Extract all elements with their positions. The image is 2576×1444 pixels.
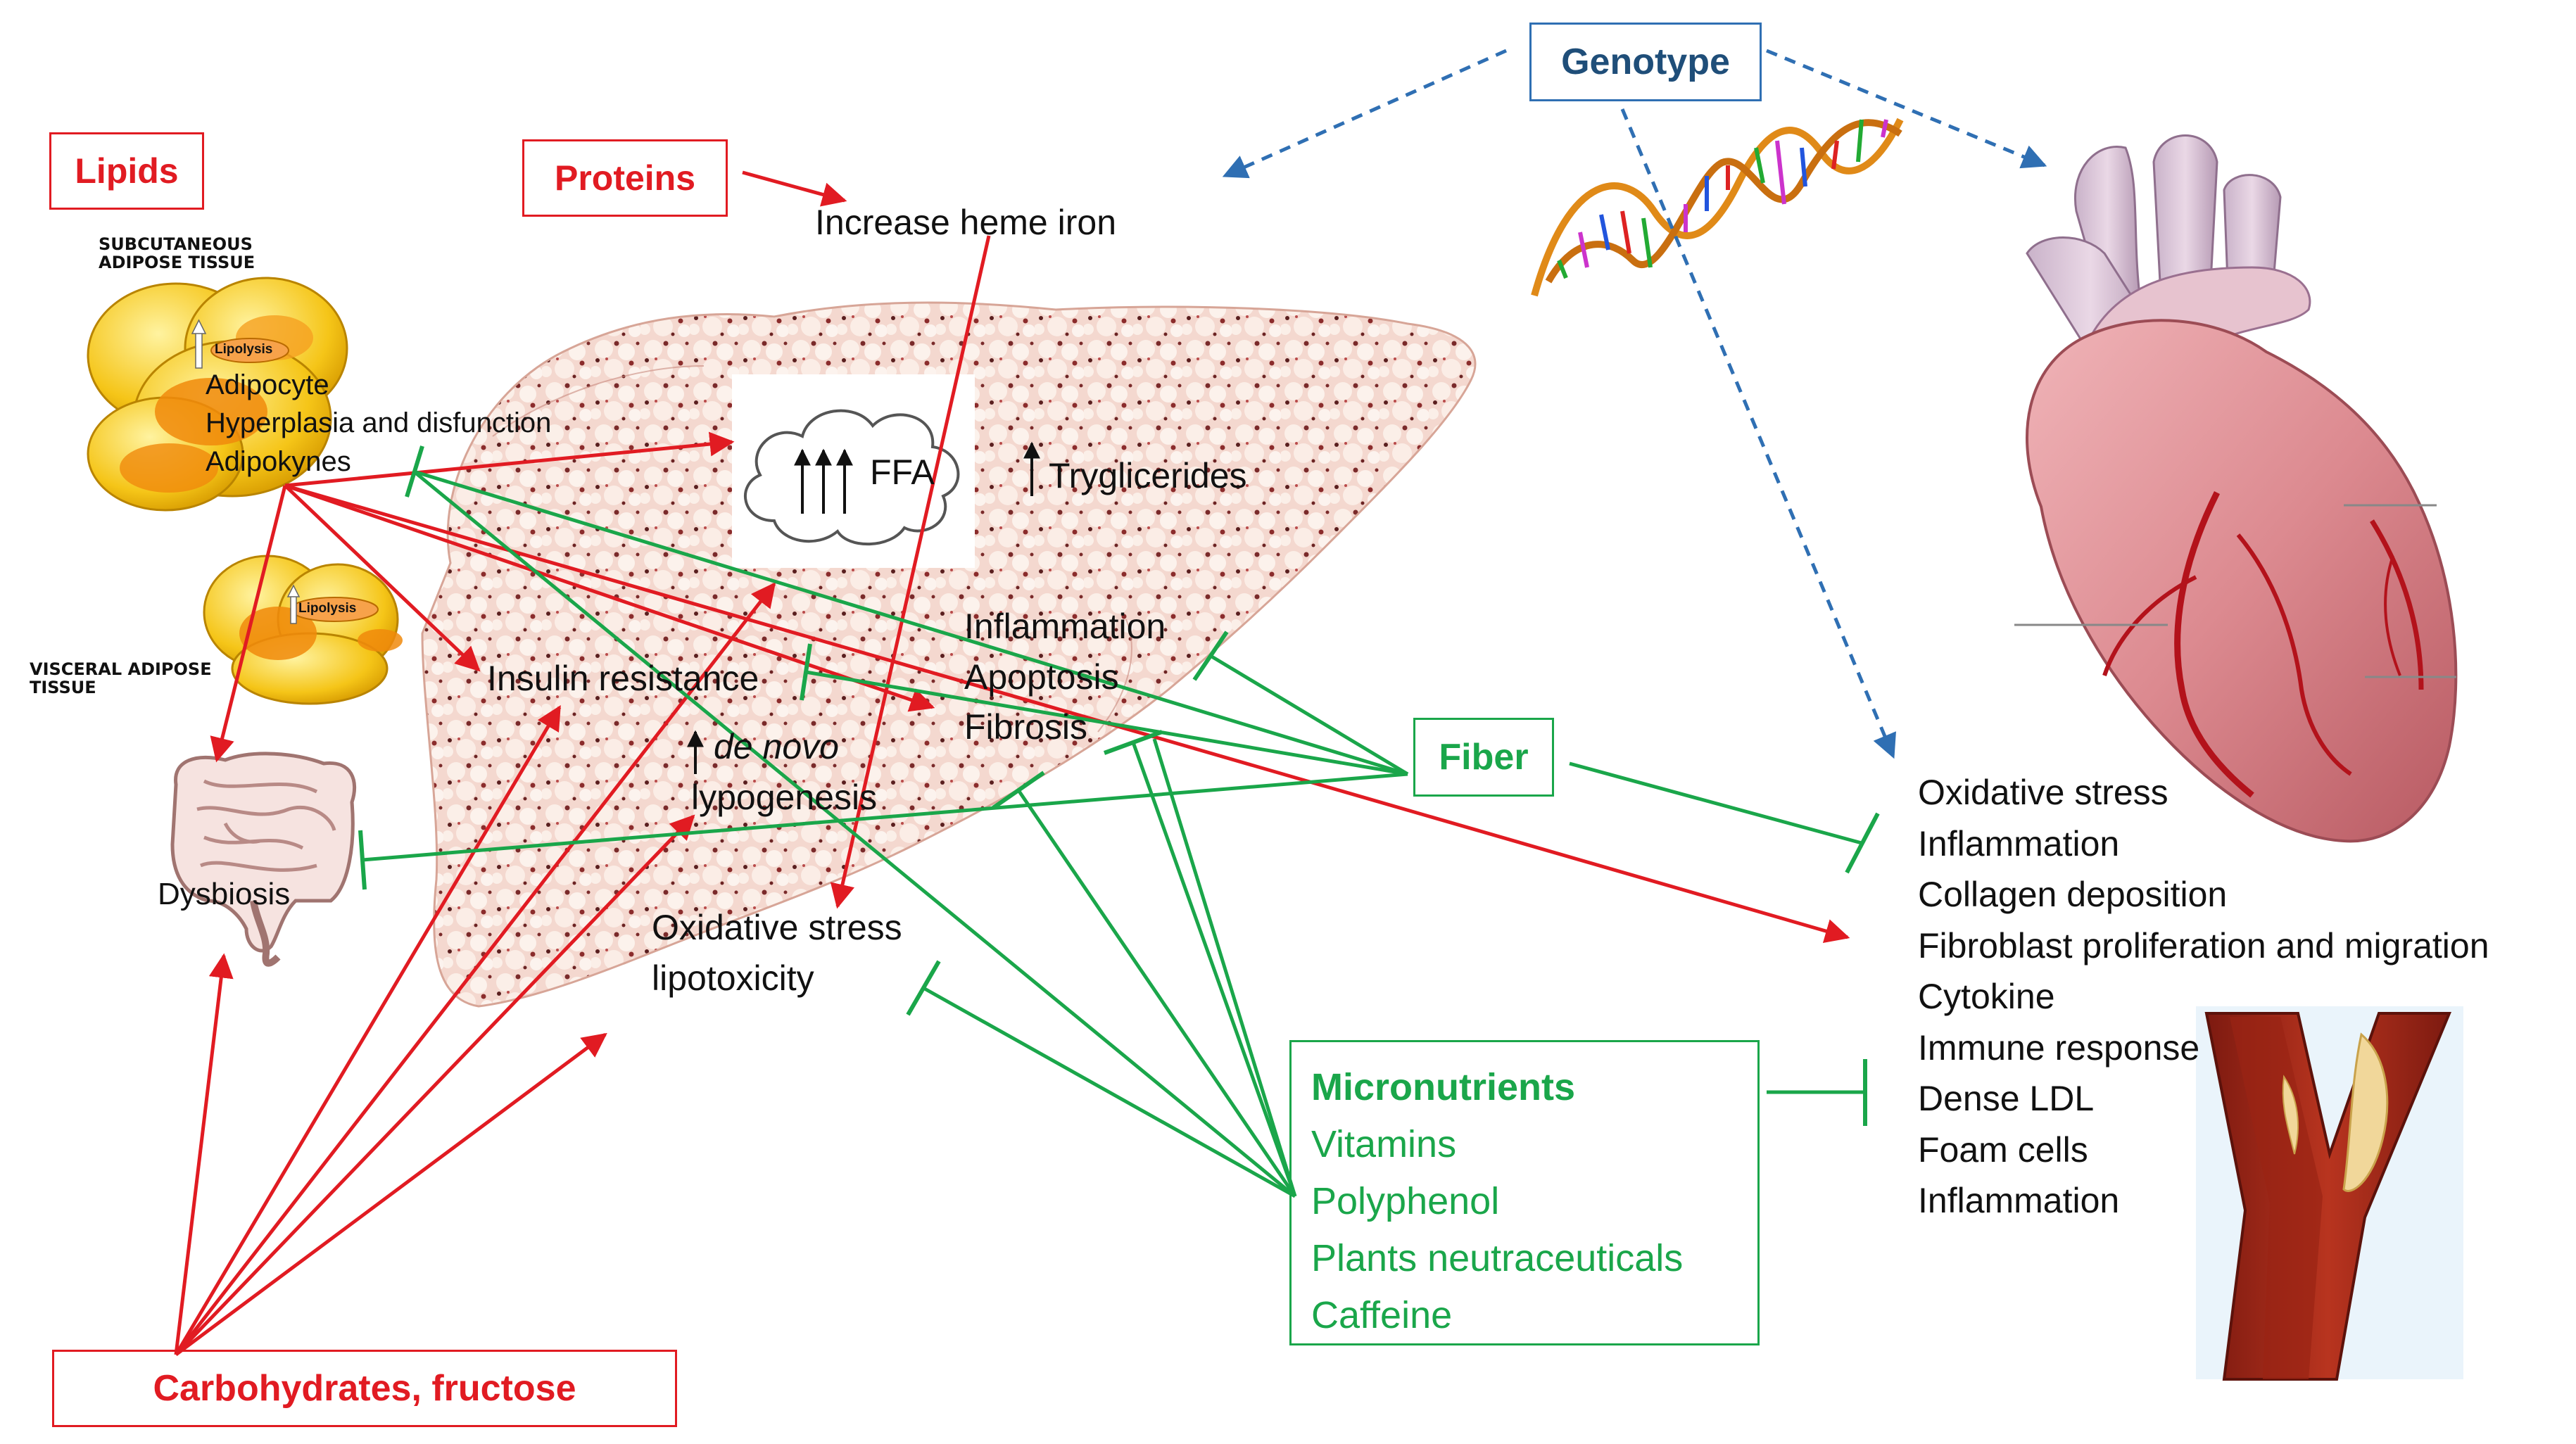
effect-item: Dense LDL (1918, 1079, 2095, 1118)
carbs-label: Carbohydrates, fructose (153, 1368, 576, 1409)
adipocyte-label: Adipocyte (206, 369, 329, 400)
lipids-label: Lipids (75, 151, 179, 191)
vitamins-label: Vitamins (1311, 1123, 1457, 1165)
fiber-box: Fiber (1413, 718, 1554, 797)
lipolysis-label: Lipolysis (215, 342, 273, 357)
effect-item: Foam cells (1918, 1129, 2088, 1170)
adipokynes-to-insulin-arrow (284, 484, 481, 672)
caffeine-label: Caffeine (1311, 1294, 1453, 1336)
heart-illustration (1992, 106, 2492, 844)
carbs-box: Carbohydrates, fructose (52, 1350, 677, 1427)
ffa-label: FFA (870, 452, 935, 492)
carbs-to-lypogenesis-arrow (175, 814, 695, 1356)
genotype-to-heart-arrow (1766, 49, 2047, 169)
cloud-icon (743, 409, 960, 546)
micronutrients-title: Micronutrients (1311, 1066, 1576, 1108)
subcutaneous-label: SUBCUTANEOUS ADIPOSE TISSUE (99, 234, 255, 273)
triglycerides-label: Tryglicerides (1049, 456, 1247, 495)
adipocyte-icon (87, 277, 348, 512)
fiber-inhibits-inflammation-line (1209, 654, 1409, 776)
visceral-adipocyte-icon (203, 555, 403, 705)
genotype-label: Genotype (1561, 42, 1730, 82)
proteins-box: Proteins (522, 139, 728, 217)
hyperplasia-label: Hyperplasia and disfunction (206, 407, 552, 438)
genotype-to-liver-arrow (1222, 49, 1508, 179)
heme-to-oxidative-arrow (830, 235, 991, 909)
adipokynes-to-dysbiosis-arrow (210, 485, 287, 763)
lipids-box: Lipids (49, 132, 204, 210)
fiber-inhibits-cardio-line (1569, 761, 1862, 845)
genotype-to-effects-arrow (1620, 108, 1896, 759)
micro-inhibits-lypogenesis-line (1016, 789, 1297, 1198)
fiber-inhibits-insulin-line (805, 670, 1408, 776)
oxidative-stress-label: Oxidative stress (652, 908, 902, 947)
carbs-to-dysbiosis-arrow (174, 953, 234, 1355)
artery-plaque-icon (2196, 1006, 2463, 1381)
effect-item: Inflammation (1918, 1181, 2120, 1220)
inflammation-label: Inflammation (964, 607, 1166, 646)
fiber-inhibits-dysbiosis-line (362, 772, 1408, 862)
effect-item: Inflammation (1918, 823, 2120, 863)
heme-iron-label: Increase heme iron (815, 203, 1117, 242)
proteins-label: Proteins (554, 158, 696, 198)
effect-item: Cytokine (1918, 977, 2055, 1016)
dna-icon (1531, 118, 1904, 297)
micro-inhibits-fibrosis-line (1131, 742, 1297, 1197)
proteins-to-heme-arrow (742, 170, 847, 207)
effect-item: Fibroblast proliferation and migration (1918, 925, 2489, 965)
adipokynes-label: Adipokynes (206, 446, 351, 477)
insulin-resistance-label: Insulin resistance (487, 659, 759, 698)
fiber-inhibits-adipokynes-line (413, 469, 1408, 776)
fiber-label: Fiber (1439, 737, 1529, 778)
fibrosis-label: Fibrosis (964, 707, 1088, 747)
micro-inhibits-adipokynes-line (412, 470, 1296, 1198)
genotype-box: Genotype (1529, 23, 1762, 101)
carbs-to-insulin-arrow (174, 704, 562, 1356)
carbs-to-liver-arrow (175, 1032, 607, 1357)
lipotoxicity-label: lipotoxicity (652, 958, 814, 998)
lypogenesis-label: lypogenesis (691, 778, 878, 817)
adipokynes-to-ffa-arrow (284, 431, 735, 488)
effect-item: Immune response (1918, 1027, 2200, 1068)
apoptosis-label: Apoptosis (964, 657, 1119, 697)
effect-item: Oxidative stress (1918, 773, 2168, 812)
carbs-to-ffa-arrow (175, 582, 776, 1356)
lipolysis-visceral-label: Lipolysis (298, 601, 357, 616)
effect-item: Collagen deposition (1918, 875, 2228, 914)
cardio-effects-list: Oxidative stress Inflammation Collagen d… (1918, 767, 2489, 1227)
adipokynes-to-inflammation-arrow (284, 483, 935, 712)
intestine-icon (170, 752, 357, 967)
dysbiosis-label: Dysbiosis (158, 877, 291, 911)
polyphenol-label: Polyphenol (1311, 1180, 1500, 1222)
denovo-label: de novo (714, 727, 839, 766)
micro-inhibits-oxidative-line (922, 986, 1296, 1198)
visceral-label: VISCERAL ADIPOSE TISSUE (30, 659, 212, 698)
adipokynes-to-cardio-arrow (284, 483, 1850, 944)
plants-neutraceuticals-label: Plants neutraceuticals (1311, 1237, 1684, 1279)
micro-inhibits-apoptosis-line (1152, 738, 1297, 1197)
micronutrients-box: Micronutrients Vitamins Polyphenol Plant… (1289, 1040, 1760, 1345)
